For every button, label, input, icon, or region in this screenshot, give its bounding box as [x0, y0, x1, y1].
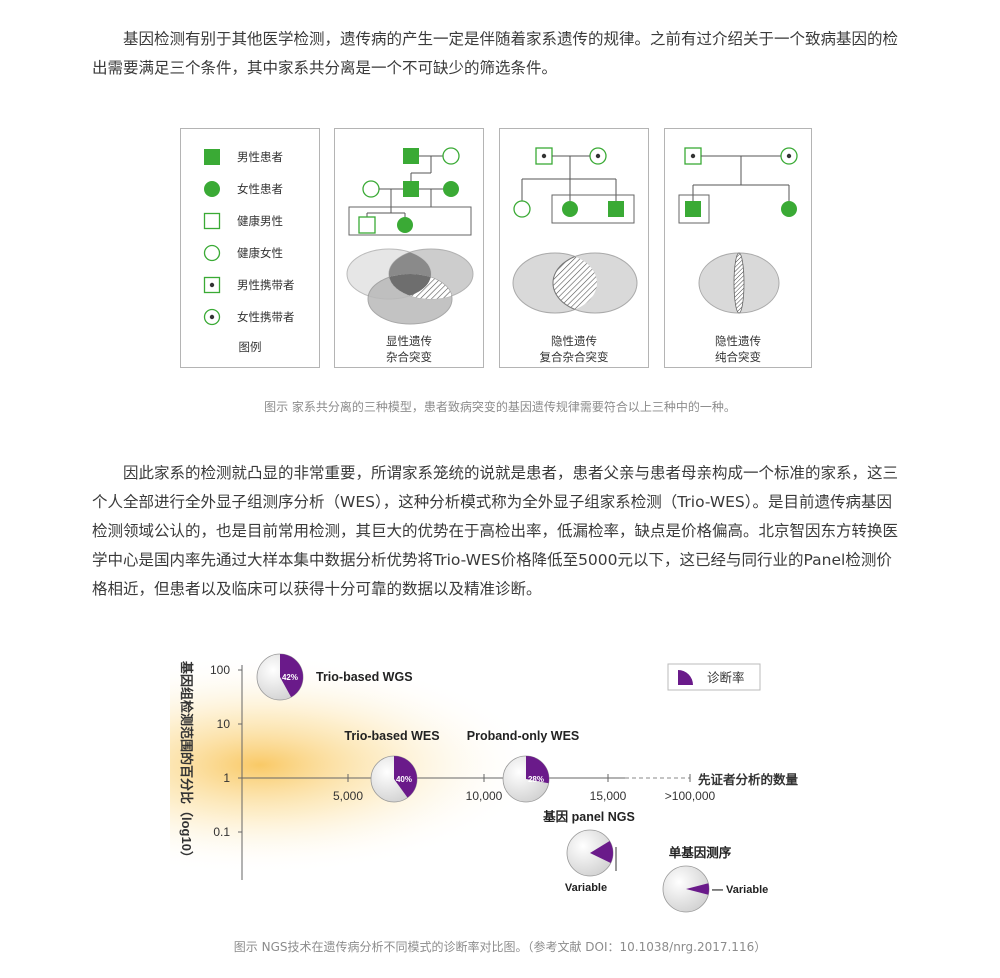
compound-pedigree-panel: 隐性遗传 复合杂合突变: [499, 128, 649, 368]
point-label: Proband-only WES: [467, 729, 580, 743]
legend-title: 图例: [238, 340, 262, 354]
chart-legend: 诊断率: [667, 663, 761, 691]
pie-slice: [280, 654, 303, 698]
x-tick-label: 10,000: [466, 789, 503, 803]
pie-slice: [590, 840, 613, 864]
filled-square-icon: [204, 149, 220, 165]
empty-square-icon: [203, 212, 221, 230]
panel-label: 显性遗传 杂合突变: [386, 334, 432, 364]
y-axis-label: 基因组检测范围的百分比（log10）: [179, 660, 194, 864]
rate-label: Variable: [565, 882, 607, 894]
pedigree-dominant-diagram: [346, 147, 474, 325]
rate-label: 28%: [528, 775, 544, 784]
pedigree-compound-diagram: [512, 147, 638, 314]
x-axis-label: 先证者分析的数量: [698, 772, 799, 787]
point-label: 单基因测序: [669, 845, 732, 860]
y-tick-label: 100: [210, 663, 230, 677]
filled-circle-icon: [204, 181, 220, 197]
empty-circle-icon: [203, 244, 221, 262]
rate-label: 40%: [396, 775, 412, 784]
pie-slice: [526, 756, 549, 784]
pie-slice: [686, 883, 709, 895]
point-label: Trio-based WGS: [316, 670, 413, 684]
intro-paragraph: 基因检测有别于其他医学检测，遗传病的产生一定是伴随着家系遗传的规律。之前有过介绍…: [92, 30, 899, 77]
y-tick-label: 1: [223, 771, 230, 785]
dot-square-icon: [203, 276, 221, 294]
legend-panel: 男性患者 女性患者 健康男性 健康女性 男性携带者 女性携带者 图例: [180, 128, 320, 368]
data-point: 单基因测序 — Variable: [662, 845, 768, 913]
panel-label: 隐性遗传 纯合突变: [715, 334, 761, 364]
figure2-caption: 图示 NGS技术在遗传病分析不同模式的诊断率对比图。（参考文献 DOI：10.1…: [233, 940, 767, 954]
diagnostic-rate-chart: 100 10 1 0.1 5,000 10,000 15,000 >100,000 Trio…: [170, 653, 799, 913]
x-tick-label: 15,000: [590, 789, 627, 803]
panel-label: 隐性遗传 复合杂合突变: [539, 334, 609, 364]
x-tick-label: 5,000: [333, 789, 363, 803]
dominant-pedigree-panel: 显性遗传 杂合突变: [334, 128, 484, 368]
data-point: Trio-based WGS 42%: [256, 653, 413, 701]
x-tick-label: >100,000: [665, 789, 716, 803]
rate-label: — Variable: [712, 884, 768, 896]
point-label: Trio-based WES: [344, 729, 439, 743]
data-point: Trio-based WES 40%: [344, 729, 440, 803]
legend-label: 诊断率: [707, 670, 745, 685]
y-tick-label: 10: [217, 717, 231, 731]
rate-label: 42%: [282, 673, 298, 682]
point-label: 基因 panel NGS: [542, 809, 635, 824]
pie-slice: [394, 756, 417, 798]
body-paragraph: 因此家系的检测就凸显的非常重要，所谓家系笼统的说就是患者，患者父亲与患者母亲构成…: [92, 464, 899, 598]
highlight-glow: [170, 655, 540, 875]
data-point: 基因 panel NGS Variable: [542, 809, 635, 894]
dot-circle-icon: [203, 308, 221, 326]
figure1-caption: 图示 家系共分离的三种模型，患者致病突变的基因遗传规律需要符合以上三种中的一种。: [264, 400, 736, 414]
data-point: Proband-only WES 28%: [467, 729, 580, 803]
pie-wedge-icon: [678, 670, 693, 685]
homozygous-pedigree-panel: 隐性遗传 纯合突变: [664, 128, 812, 368]
y-tick-label: 0.1: [213, 825, 230, 839]
pedigree-homozygous-diagram: [678, 147, 798, 314]
